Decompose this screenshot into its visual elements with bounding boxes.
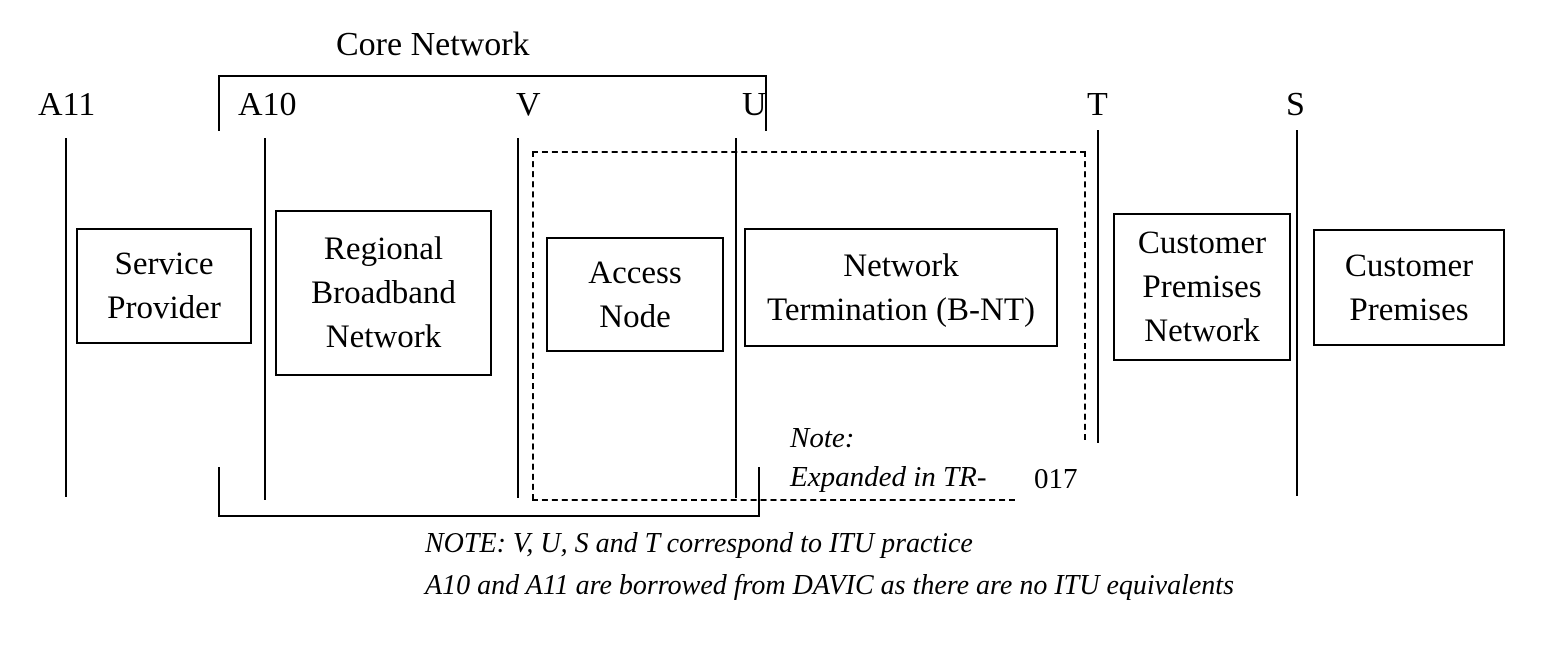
ref-point-label-v: V [516,86,541,123]
ref-point-label-s: S [1286,86,1305,123]
dashed-rect-bottom [532,499,1015,501]
footnote-line2: A10 and A11 are borrowed from DAVIC as t… [425,570,1234,601]
core-network-bracket [218,75,767,131]
ref-line-u [735,138,737,498]
box-text-line: Customer [1344,247,1474,284]
dashed-rect-left [532,151,534,500]
ref-point-label-t: T [1087,86,1108,123]
ref-point-label-u: U [742,86,767,123]
ref-point-label-a11: A11 [38,86,96,123]
ref-line-v [517,138,519,498]
customer-premises-network-box: Customer Premises Network [1113,213,1291,361]
footnote-line1: NOTE: V, U, S and T correspond to ITU pr… [425,528,973,559]
box-text-line: Network [843,247,959,284]
box-text-line: Customer [1137,225,1267,261]
regional-broadband-network-box: Regional Broadband Network [275,210,492,376]
ref-line-s [1296,130,1298,496]
ref-point-label-a10: A10 [238,86,297,123]
box-text-line: Network [325,319,442,355]
core-network-label: Core Network [336,26,530,63]
network-termination-box: Network Termination (B-NT) [744,228,1058,347]
box-text-line: Regional [323,231,444,267]
service-provider-box: Service Provider [76,228,252,344]
ref-line-a11 [65,138,67,497]
dashed-rect-right [1084,151,1086,440]
access-span-bracket [218,467,760,517]
box-text-line: Premises [1349,291,1469,328]
box-text-line: Service [114,246,214,282]
ref-line-t [1097,130,1099,443]
customer-premises-box: Customer Premises [1313,229,1505,346]
dashed-rect-top [532,151,1086,153]
expansion-note-heading: Note: [790,422,855,454]
box-text-line: Broadband [311,275,456,311]
ref-line-a10 [264,138,266,500]
box-text-line: Access [588,254,682,291]
box-text-line: Premises [1142,269,1262,305]
box-text-line: Provider [107,290,221,326]
box-text-line: Node [599,298,671,335]
expansion-note-number: 017 [1034,463,1078,495]
expansion-note-body: Expanded in TR- [790,461,987,493]
access-node-box: Access Node [546,237,724,352]
box-text-line: Termination (B-NT) [766,291,1036,328]
box-text-line: Network [1144,313,1260,349]
